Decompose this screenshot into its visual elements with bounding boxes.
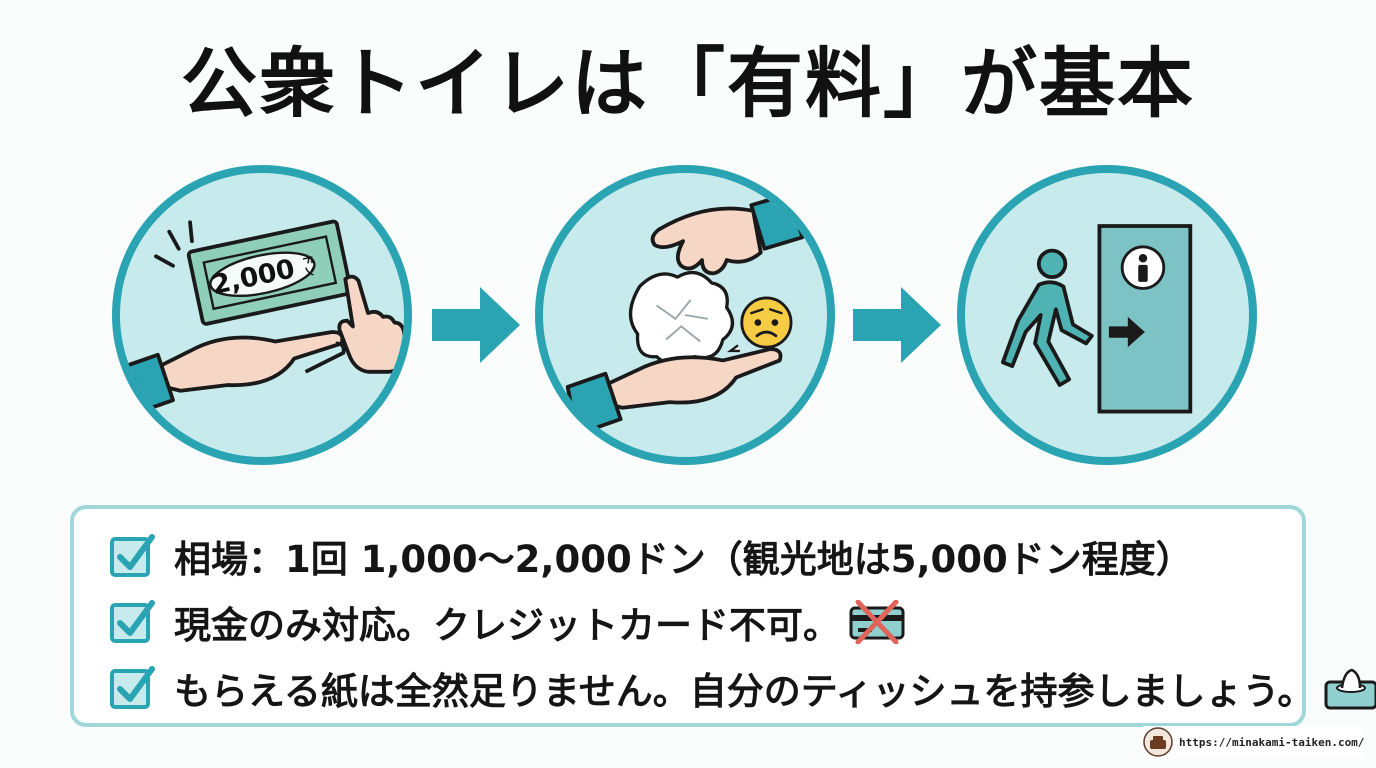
enter-illustration (1000, 224, 1193, 414)
tissue-box-icon (1324, 668, 1376, 710)
walking-person-icon (1000, 248, 1094, 387)
banknote-icon: 2,000 ドン (186, 219, 353, 326)
banknote-unit: ドン (300, 253, 318, 278)
site-logo-icon (1143, 727, 1173, 757)
restroom-door-icon (1097, 224, 1193, 414)
checklist-item-price: 相場：1回 1,000〜2,000ドン（観光地は5,000ドン程度） (108, 527, 1193, 585)
info-panel: 相場：1回 1,000〜2,000ドン（観光地は5,000ドン程度） 現金のみ対… (70, 505, 1376, 727)
site-credit: https://minakami-taiken.com/ (1143, 726, 1365, 758)
step-tissue-circle (535, 165, 835, 465)
arrow-right-icon (853, 287, 941, 363)
worried-face-icon (726, 296, 793, 353)
attention-lines-icon (154, 220, 194, 268)
arrow-right-icon (432, 287, 520, 363)
checklist-item-cash: 現金のみ対応。クレジットカード不可。 (108, 593, 906, 651)
checklist-text-tissue: もらえる紙は全然足りません。自分のティッシュを持参しましょう。 (174, 670, 1315, 713)
giving-hand-icon (650, 191, 805, 276)
checklist-text-cash: 現金のみ対応。クレジットカード不可。 (174, 604, 840, 647)
enter-arrow-icon (1108, 316, 1145, 348)
pay-illustration: 2,000 ドン (120, 219, 404, 418)
site-url[interactable]: https://minakami-taiken.com/ (1179, 735, 1365, 749)
checklist-item-tissue: もらえる紙は全然足りません。自分のティッシュを持参しましょう。 (108, 659, 1376, 717)
tissue-illustration (565, 191, 805, 437)
receiving-palm-icon (565, 347, 783, 437)
pointing-hand-icon (337, 274, 404, 374)
crumpled-tissue-icon (628, 270, 734, 367)
checkbox-checked-icon (110, 666, 155, 709)
open-palm-icon (120, 330, 346, 418)
step-enter-circle (957, 165, 1257, 465)
checkbox-checked-icon (110, 600, 155, 643)
page-title: 公衆トイレは「有料」が基本 (181, 39, 1195, 128)
checklist-text-price: 相場：1回 1,000〜2,000ドン（観光地は5,000ドン程度） (174, 538, 1193, 581)
step-pay-circle: 2,000 ドン (112, 165, 412, 465)
no-credit-card-icon (849, 600, 905, 644)
checkbox-checked-icon (110, 534, 155, 577)
